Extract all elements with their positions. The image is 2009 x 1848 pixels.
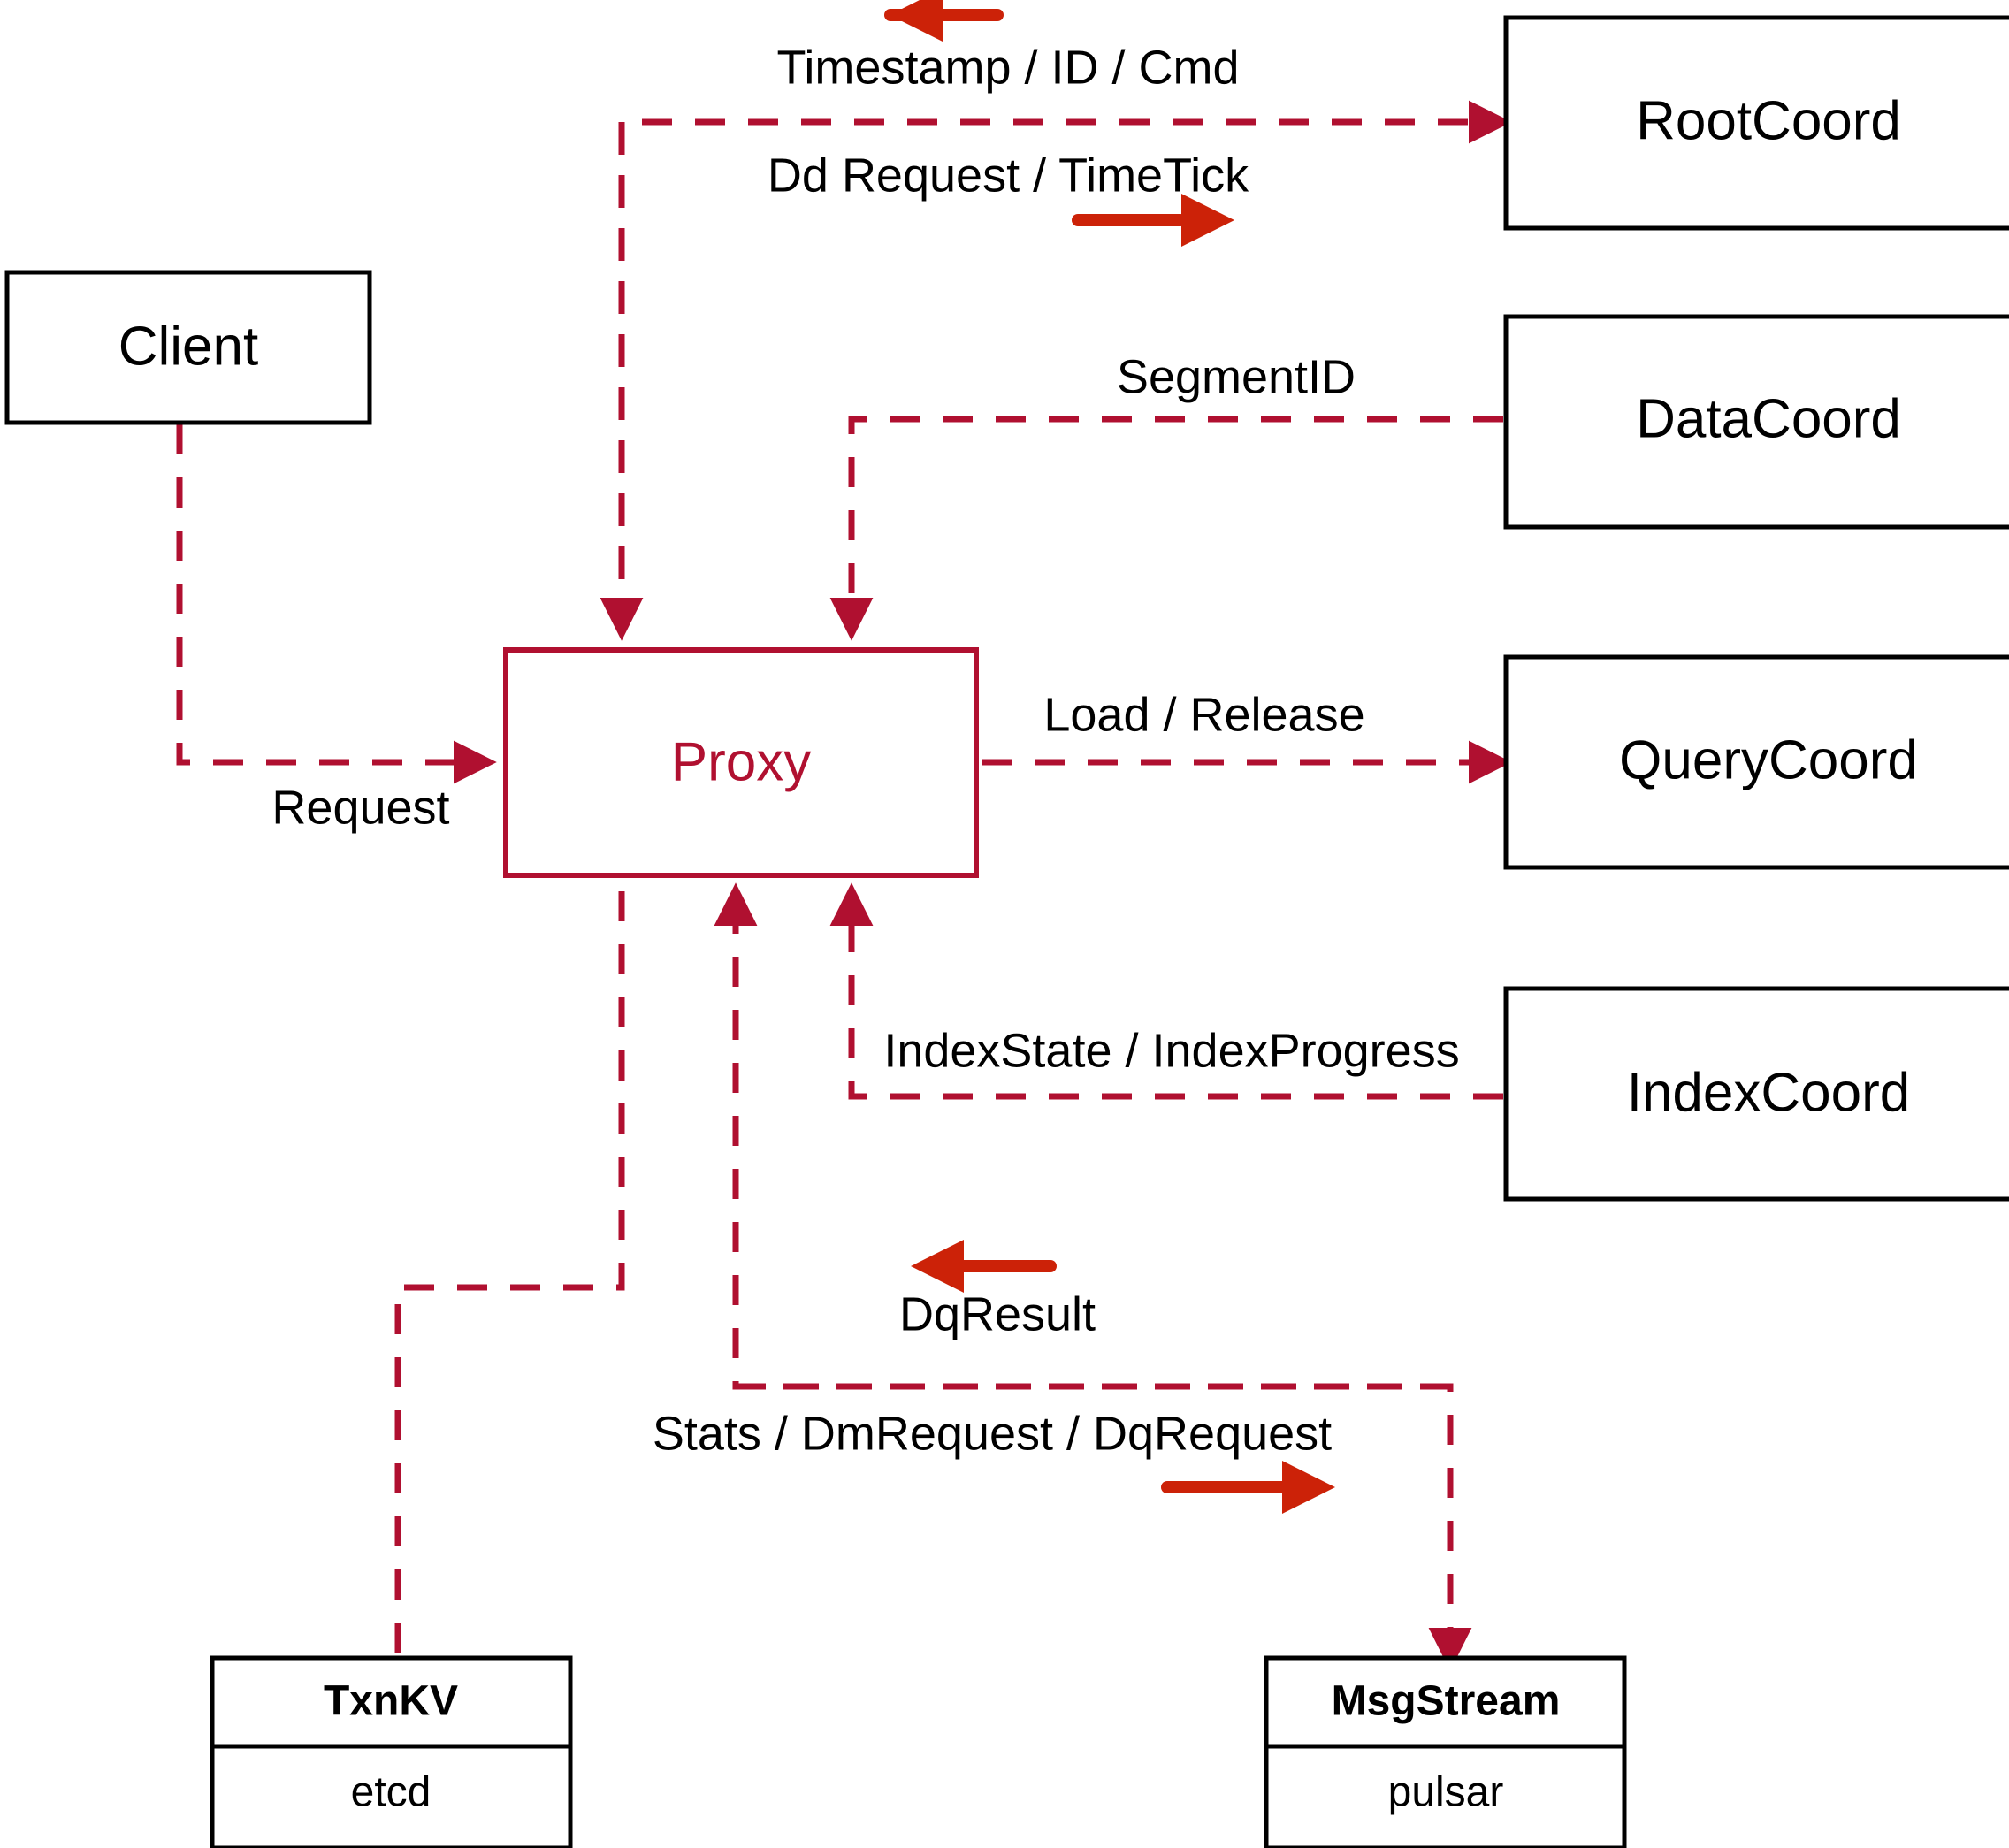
legend-arrow-timestamp-id-cmd bbox=[884, 0, 1004, 42]
node-txnkv[interactable]: TxnKV etcd bbox=[210, 1655, 573, 1848]
node-msgstream[interactable]: MsgStream pulsar bbox=[1264, 1655, 1627, 1848]
node-txnkv-sub: etcd bbox=[351, 1769, 432, 1816]
edge-label-load-release: Load / Release bbox=[1043, 688, 1364, 741]
edge-label-dq-result: DqResult bbox=[899, 1287, 1096, 1340]
legend-arrow-dq-result bbox=[911, 1240, 1057, 1293]
node-proxy[interactable]: Proxy bbox=[503, 647, 979, 878]
node-rootcoord[interactable]: RootCoord bbox=[1503, 15, 2009, 231]
node-client[interactable]: Client bbox=[4, 270, 372, 425]
edge-datacoord-to-proxy bbox=[829, 416, 1503, 641]
edge-indexcoord-to-proxy bbox=[829, 882, 1503, 1100]
node-msgstream-header: MsgStream bbox=[1332, 1678, 1561, 1725]
node-txnkv-header: TxnKV bbox=[324, 1678, 458, 1725]
node-client-label: Client bbox=[118, 316, 259, 377]
legend-arrow-dd-request-timetick bbox=[1072, 194, 1234, 247]
edge-client-to-proxy bbox=[176, 424, 497, 784]
edge-label-request: Request bbox=[271, 781, 449, 834]
node-datacoord-label: DataCoord bbox=[1636, 388, 1901, 449]
edge-proxy-to-txnkv bbox=[394, 891, 625, 1680]
edge-label-index-state-progress: IndexState / IndexProgress bbox=[883, 1024, 1459, 1077]
node-msgstream-sub: pulsar bbox=[1388, 1769, 1504, 1816]
node-querycoord[interactable]: QueryCoord bbox=[1503, 654, 2009, 870]
legend-arrow-stats-dm-dq-request bbox=[1161, 1461, 1335, 1514]
node-proxy-label: Proxy bbox=[671, 731, 811, 792]
node-indexcoord-label: IndexCoord bbox=[1627, 1062, 1911, 1123]
node-datacoord[interactable]: DataCoord bbox=[1503, 314, 2009, 530]
edge-label-stats-dm-dq-request: Stats / DmRequest / DqRequest bbox=[653, 1407, 1332, 1460]
node-rootcoord-label: RootCoord bbox=[1636, 90, 1901, 151]
edge-label-timestamp-id-cmd: Timestamp / ID / Cmd bbox=[776, 41, 1239, 94]
node-indexcoord[interactable]: IndexCoord bbox=[1503, 986, 2009, 1202]
edge-label-segment-id: SegmentID bbox=[1117, 350, 1356, 403]
edge-proxy-to-msgstream bbox=[736, 1383, 1472, 1671]
node-querycoord-label: QueryCoord bbox=[1619, 729, 1918, 790]
edge-label-dd-request-timetick: Dd Request / TimeTick bbox=[768, 149, 1249, 202]
